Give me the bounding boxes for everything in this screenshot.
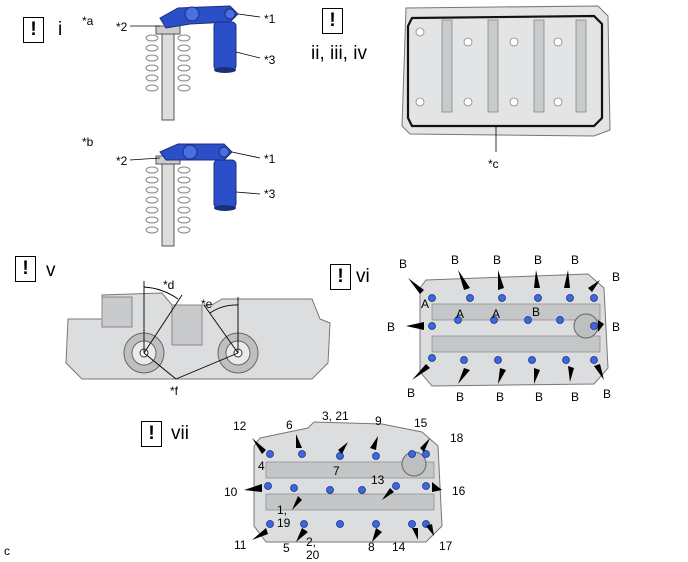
warning-icon-v: !: [15, 256, 36, 282]
seq-17: 17: [439, 539, 453, 553]
bolt-label-b-13: B: [571, 390, 580, 404]
bolt-label-b-1: B: [399, 257, 408, 271]
seq-7: 7: [333, 464, 340, 478]
callout-b: *b: [82, 135, 94, 149]
callout-c: *c: [488, 157, 499, 171]
corner-code: c: [4, 544, 10, 558]
step-label-v: v: [46, 260, 56, 281]
bolt-label-a-1: A: [421, 297, 430, 311]
callout-3-b: *3: [264, 187, 276, 201]
seq-16: 16: [452, 484, 466, 498]
bolt-label-a-3: A: [492, 307, 501, 321]
callout-e: *e: [201, 297, 213, 311]
step-label-ii-iv: ii, iii, iv: [311, 43, 367, 64]
cam-housing-bolt-diagram-vii: [244, 421, 443, 543]
rocker-arm-diagram-b: [129, 143, 261, 247]
callout-3-a: *3: [264, 53, 276, 67]
seq-8: 8: [368, 540, 375, 554]
camshaft-housing-diagram: [65, 281, 331, 380]
bolt-label-b-2: B: [451, 253, 460, 267]
seq-1-19: 1, 19: [277, 503, 291, 530]
callout-d: *d: [163, 278, 175, 292]
bolt-label-b-3: B: [493, 253, 502, 267]
callout-2-b: *2: [116, 154, 128, 168]
seq-18: 18: [450, 431, 464, 445]
seq-10: 10: [224, 485, 238, 499]
step-label-vii: vii: [171, 423, 189, 444]
seq-14: 14: [392, 540, 406, 554]
bolt-label-b-10: B: [456, 390, 465, 404]
cylinder-head-cover-diagram: [401, 5, 611, 152]
step-label-i: i: [58, 19, 63, 40]
bolt-label-b-6: B: [612, 270, 621, 284]
warning-icon-ii-iv: !: [322, 8, 343, 34]
seq-12: 12: [233, 419, 247, 433]
callout-1-a: *1: [264, 12, 276, 26]
seq-4: 4: [258, 459, 265, 473]
callout-1-b: *1: [264, 152, 276, 166]
cam-housing-bolt-diagram-vi: [406, 270, 609, 387]
warning-icon-vii: !: [141, 421, 162, 447]
seq-5: 5: [283, 541, 290, 555]
rocker-arm-diagram-a: [130, 5, 261, 121]
bolt-label-a-2: A: [456, 307, 465, 321]
seq-15: 15: [414, 416, 428, 430]
bolt-label-b-8: B: [612, 320, 621, 334]
bolt-label-b-4: B: [534, 253, 543, 267]
callout-2-a: *2: [116, 20, 128, 34]
warning-icon-i: !: [23, 17, 44, 43]
seq-3-21: 3, 21: [322, 409, 349, 423]
bolt-label-b-14: B: [603, 387, 612, 401]
bolt-label-b-15: B: [532, 305, 541, 319]
bolt-label-b-7: B: [387, 320, 396, 334]
seq-6: 6: [286, 418, 293, 432]
bolt-label-b-12: B: [535, 390, 544, 404]
callout-f: *f: [170, 384, 179, 398]
seq-13: 13: [371, 473, 385, 487]
callout-a: *a: [82, 14, 94, 28]
seq-11: 11: [234, 538, 247, 552]
bolt-label-b-9: B: [407, 386, 416, 400]
seq-2-20: 2, 20: [306, 535, 320, 562]
seq-9: 9: [375, 414, 382, 428]
step-label-vi: vi: [356, 266, 370, 287]
warning-icon-vi: !: [330, 264, 351, 290]
bolt-label-b-11: B: [496, 390, 505, 404]
bolt-label-b-5: B: [571, 253, 580, 267]
